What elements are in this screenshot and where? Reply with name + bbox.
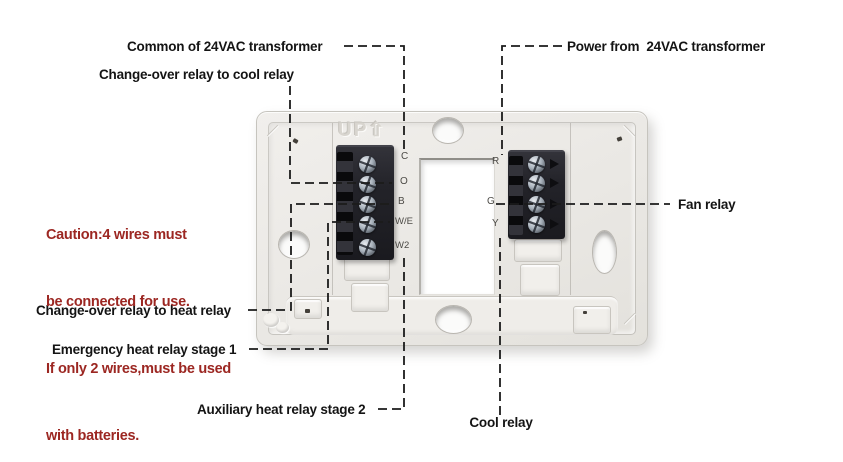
terminal-label-c: C [401,151,409,162]
left-terminal-block [336,145,394,260]
caution-line: Caution:4 wires must [46,226,187,243]
terminal-label-b: B [398,196,405,207]
terminal-label-w2: W2 [395,240,410,251]
wire-clip [514,239,562,262]
plate-mark [305,309,310,313]
up-arrow-icon: ⇧ [368,120,387,141]
terminal-screw-we [359,216,376,233]
terminal-screw-b [359,196,376,213]
plate-seam-right [570,123,571,295]
center-opening [419,158,495,295]
plate-mark [583,311,587,314]
callout-cool-changeover: Change-over relay to cool relay [99,67,294,82]
callout-cool: Cool relay [469,415,533,430]
callout-emergency-heat: Emergency heat relay stage 1 [52,342,237,357]
caution-line: If only 2 wires,must be used [46,361,231,378]
right-terminal-block [508,150,565,239]
terminal-screw-o [359,176,376,193]
caution-text: Caution:4 wires must be connected for us… [46,179,231,462]
terminal-label-o: O [400,176,408,187]
terminal-teeth [337,152,353,255]
clamp-wedge [550,219,559,229]
mounting-slot-bottom [435,305,472,334]
mounting-slot-right [592,230,617,274]
callout-heat-changeover: Change-over relay to heat relay [36,303,231,318]
terminal-screw [528,175,545,192]
wire-clip [520,264,560,296]
terminal-screw-c [359,156,376,173]
caution-line: with batteries. [46,428,139,445]
callout-fan: Fan relay [678,197,736,212]
clamp-wedge [550,199,559,209]
terminal-screw-g [528,196,545,213]
callout-auxiliary-heat: Auxiliary heat relay stage 2 [197,402,366,417]
wire-clip [351,283,389,312]
caution-line: be connected for use. [46,294,190,311]
clamp-wedge [550,178,559,188]
terminal-teeth [509,156,523,235]
terminal-label-we: W/E [395,216,413,227]
terminal-label-y: Y [492,218,499,229]
callout-power: Power from 24VAC transformer [567,39,766,54]
terminal-screw-r [528,156,545,173]
plate-seam-left [332,123,333,295]
plate-clip-tab [573,306,611,334]
terminal-label-g: G [487,196,495,207]
mounting-slot-left [278,230,310,259]
plate-knob [276,322,289,333]
terminal-label-r: R [492,156,500,167]
up-arrow-label: UP⇧ [338,119,386,142]
clamp-wedge [550,159,559,169]
wire-clip [344,257,390,281]
up-label-text: UP [338,120,369,141]
terminal-screw-y [528,216,545,233]
callout-common: Common of 24VAC transformer [127,39,323,54]
terminal-screw-w2 [359,239,376,256]
mounting-slot-top [432,117,464,144]
